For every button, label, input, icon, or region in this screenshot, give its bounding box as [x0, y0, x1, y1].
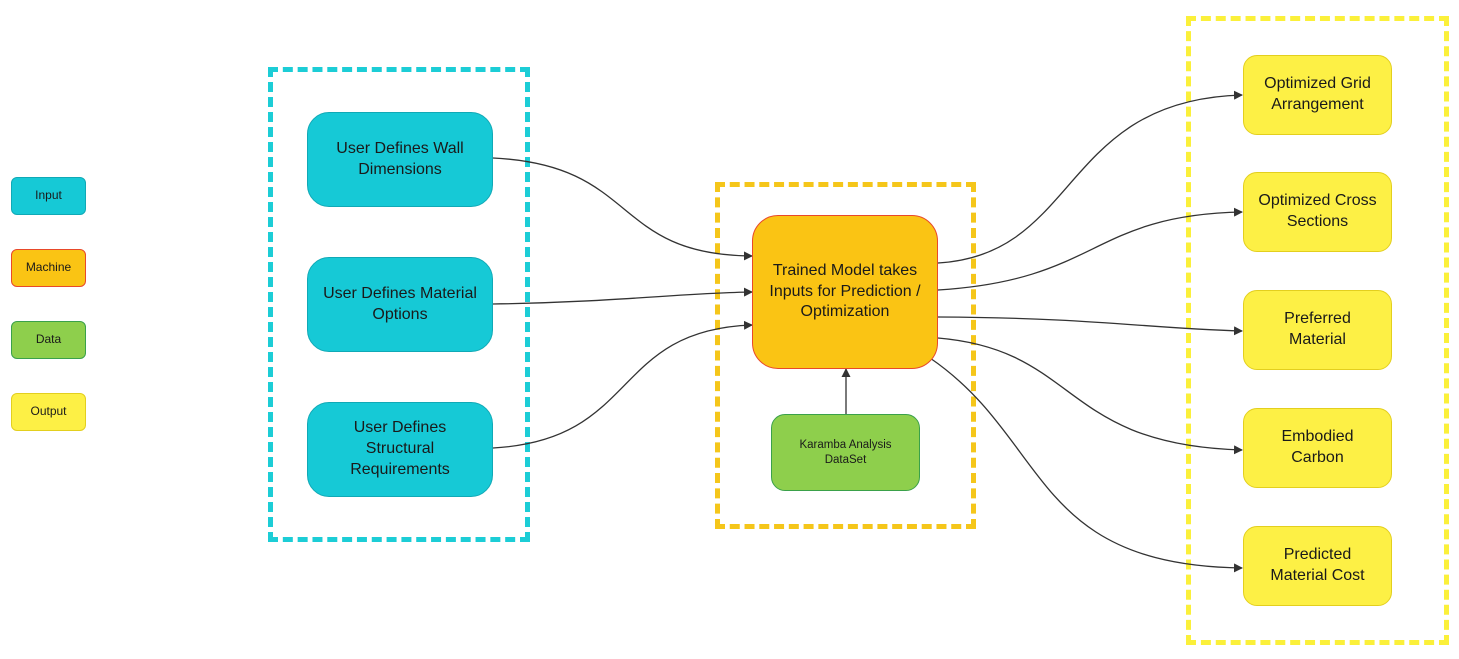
arrow-model-to-cost — [929, 357, 1243, 573]
input-group-frame — [268, 67, 530, 542]
output-cross-sections: Optimized Cross Sections — [1243, 172, 1392, 252]
arrow-structural-to-model — [492, 320, 753, 449]
output-preferred-material: Preferred Material — [1243, 290, 1392, 370]
karamba-dataset: Karamba Analysis DataSet — [771, 414, 920, 491]
output-grid-arrangement: Optimized Grid Arrangement — [1243, 55, 1392, 135]
machine-group-frame — [715, 182, 976, 529]
arrow-model-to-material — [937, 316, 1243, 336]
legend-input: Input — [11, 177, 86, 215]
input-material-options: User Defines Material Options — [307, 257, 493, 352]
output-group-frame — [1186, 16, 1449, 645]
legend-data: Data — [11, 321, 86, 359]
arrow-model-to-cross — [937, 207, 1243, 291]
output-embodied-carbon: Embodied Carbon — [1243, 408, 1392, 488]
arrow-model-to-carbon — [937, 337, 1243, 455]
input-wall-dimensions: User Defines Wall Dimensions — [307, 112, 493, 207]
trained-model: Trained Model takes Inputs for Predictio… — [752, 215, 938, 369]
legend-machine: Machine — [11, 249, 86, 287]
input-structural-requirements: User Defines Structural Requirements — [307, 402, 493, 497]
arrow-model-to-grid — [937, 90, 1243, 264]
arrow-material-to-model — [492, 287, 753, 305]
output-material-cost: Predicted Material Cost — [1243, 526, 1392, 606]
legend-output: Output — [11, 393, 86, 431]
arrow-wall-to-model — [492, 157, 753, 261]
